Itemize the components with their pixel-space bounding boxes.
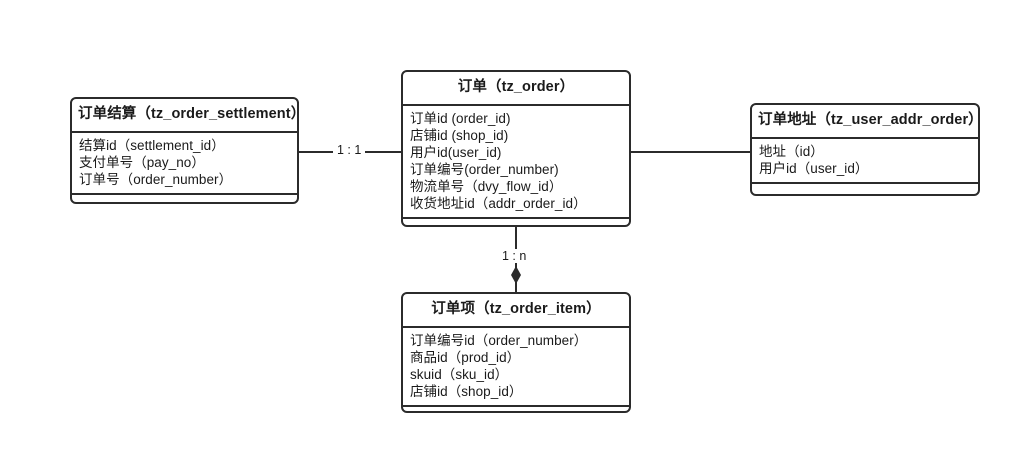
edge-label-order-item: 1 : n (498, 249, 531, 263)
field-row: 结算id（settlement_id） (79, 137, 225, 153)
entity-title-tz-order-item: 订单项（tz_order_item） (403, 294, 629, 328)
edge-label-settlement-order: 1 : 1 (333, 143, 366, 157)
entity-tz-order-settlement[interactable]: 订单结算（tz_order_settlement） 结算id（settlemen… (70, 97, 299, 204)
field-row: 订单号（order_number） (79, 171, 233, 187)
entity-fields-tz-order-item: 订单编号id（order_number） 商品id（prod_id） skuid… (403, 328, 629, 407)
field-row: 物流单号（dvy_flow_id） (410, 178, 563, 194)
entity-tz-order[interactable]: 订单（tz_order） 订单id (order_id) 店铺id (shop_… (401, 70, 631, 227)
field-row: skuid（sku_id） (410, 366, 509, 382)
field-row: 店铺id（shop_id） (410, 383, 523, 399)
field-row: 收货地址id（addr_order_id） (410, 195, 587, 211)
entity-fields-tz-order: 订单id (order_id) 店铺id (shop_id) 用户id(user… (403, 106, 629, 219)
entity-title-tz-order: 订单（tz_order） (403, 72, 629, 106)
entity-tz-order-item[interactable]: 订单项（tz_order_item） 订单编号id（order_number） … (401, 292, 631, 413)
field-row: 商品id（prod_id） (410, 349, 521, 365)
entity-title-tz-order-settlement: 订单结算（tz_order_settlement） (72, 99, 297, 133)
entity-fields-tz-user-addr-order: 地址（id） 用户id（user_id） (752, 139, 978, 184)
field-row: 用户id(user_id) (410, 144, 502, 160)
filled-diamond-marker-icon (511, 266, 521, 284)
entity-fields-tz-order-settlement: 结算id（settlement_id） 支付单号（pay_no） 订单号（ord… (72, 133, 297, 195)
field-row: 订单id (order_id) (410, 110, 511, 126)
entity-title-tz-user-addr-order: 订单地址（tz_user_addr_order） (752, 105, 978, 139)
field-row: 订单编号id（order_number） (410, 332, 588, 348)
field-row: 订单编号(order_number) (410, 161, 559, 177)
field-row: 用户id（user_id） (759, 160, 869, 176)
entity-tz-user-addr-order[interactable]: 订单地址（tz_user_addr_order） 地址（id） 用户id（use… (750, 103, 980, 196)
field-row: 支付单号（pay_no） (79, 154, 205, 170)
field-row: 店铺id (shop_id) (410, 127, 509, 143)
field-row: 地址（id） (759, 143, 824, 159)
edge-order-addr (631, 151, 750, 153)
